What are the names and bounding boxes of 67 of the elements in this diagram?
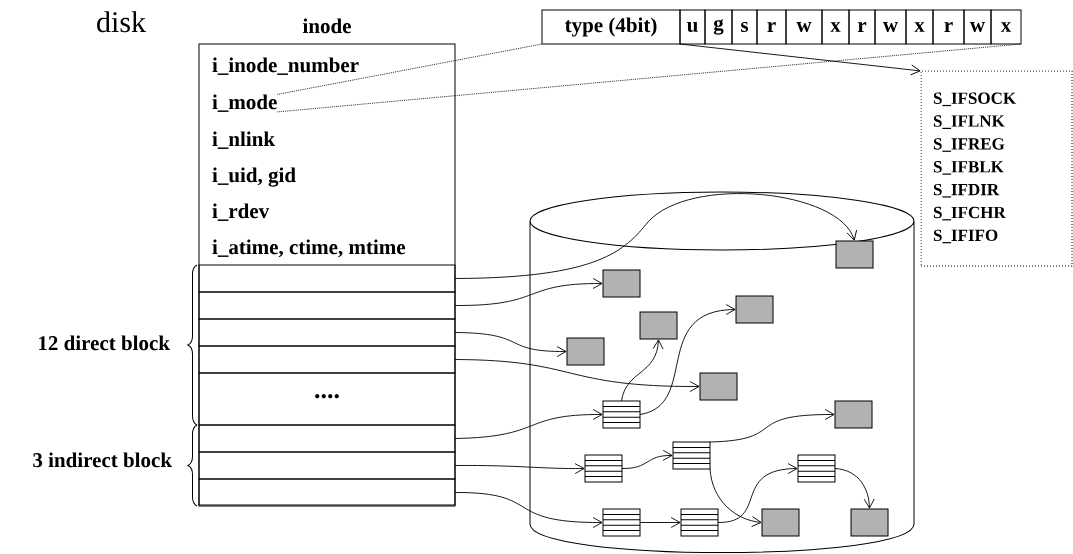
arrow [639, 304, 736, 415]
disk-cylinder [529, 191, 915, 553]
data-block [834, 400, 873, 429]
data-block [835, 240, 874, 269]
bit-cell: x [821, 9, 850, 45]
table-heading: inode [302, 18, 351, 34]
arrow [834, 468, 875, 509]
bit-cell: r [932, 9, 965, 45]
data-block [699, 372, 738, 401]
arrow [454, 409, 603, 439]
index-block [672, 441, 711, 470]
brace-label: 3 indirect block [33, 452, 172, 468]
pointer-row: .... [198, 372, 456, 426]
arrow [709, 468, 762, 528]
arrow [454, 193, 858, 279]
field-name: i_uid, gid [212, 167, 296, 187]
data-block [566, 337, 605, 366]
type-list-box: S_IFSOCK S_IFLNK S_IFREG S_IFBLK S_IFDIR S_IFCHR S_IFIFO [920, 70, 1073, 267]
pointer-row [198, 291, 456, 320]
arrow [454, 463, 585, 475]
field-name: i_rdev [212, 203, 270, 221]
pointer-row [198, 318, 456, 347]
field-name: i_mode [212, 94, 277, 112]
index-block [602, 400, 641, 429]
disk-label: disk [97, 11, 146, 33]
bit-cell: x [905, 9, 934, 45]
field-name: i_inode_number [212, 57, 359, 75]
arrow [621, 449, 673, 469]
pointer-row [198, 478, 456, 507]
arrow [709, 409, 835, 443]
brace-label: 12 direct block [39, 335, 170, 351]
arrow [679, 43, 921, 76]
leader-line [276, 43, 543, 95]
data-block [602, 269, 641, 298]
field-name: i_atime, ctime, mtime [212, 239, 406, 258]
arrow [717, 463, 798, 523]
arrow [454, 332, 567, 358]
bit-cell: w [785, 9, 823, 45]
arrow [621, 339, 664, 402]
data-block [761, 508, 800, 537]
index-block [797, 454, 836, 483]
bit-cell: r [756, 9, 787, 45]
index-block [584, 454, 623, 483]
pointer-row [198, 451, 456, 480]
data-block [850, 508, 889, 537]
pointer-row [198, 424, 456, 453]
field-name: i_nlink [212, 131, 275, 149]
index-block [680, 508, 719, 537]
arrow [454, 278, 603, 306]
data-block [735, 295, 774, 324]
bit-cell: x [990, 9, 1022, 45]
inode-table [198, 43, 456, 506]
arrow [454, 359, 700, 392]
pointer-row [198, 264, 456, 293]
bit-cell: g [704, 9, 733, 45]
bit-cell: r [848, 9, 876, 45]
bit-cell: w [874, 9, 907, 45]
leader-line [276, 43, 1022, 113]
pointer-row [198, 345, 456, 374]
bit-cell: w [963, 9, 992, 45]
bit-cell: s [731, 9, 758, 45]
index-block [602, 508, 641, 537]
bit-cell: type (4bit) [541, 9, 681, 45]
bit-cell: u [679, 9, 706, 45]
data-block [639, 311, 678, 340]
arrow [454, 492, 603, 528]
arrow [639, 517, 681, 528]
